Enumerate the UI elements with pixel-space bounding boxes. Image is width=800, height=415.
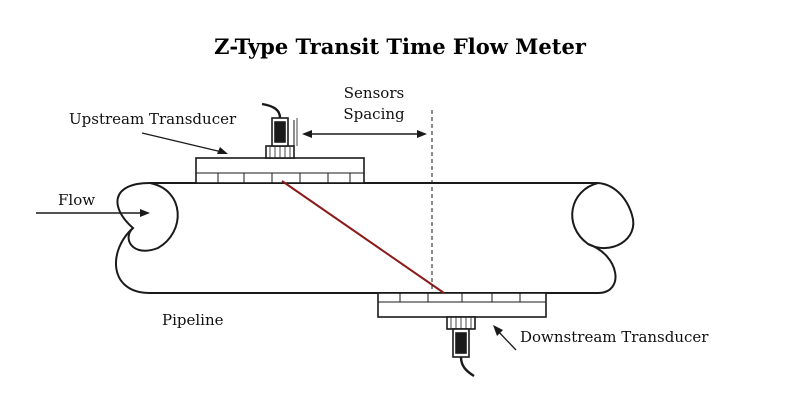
upstream-transducer-label: Upstream Transducer bbox=[69, 110, 237, 128]
flow-arrow bbox=[36, 209, 150, 217]
downstream-leader-arrow bbox=[493, 325, 517, 351]
signal-path-line bbox=[281, 180, 445, 294]
diagram-title: Z-Type Transit Time Flow Meter bbox=[214, 34, 587, 59]
sensors-spacing-label-line2: Spacing bbox=[343, 105, 405, 123]
pipeline-label: Pipeline bbox=[162, 311, 224, 329]
downstream-transducer-label: Downstream Transducer bbox=[520, 328, 709, 346]
pipeline-pipe bbox=[115, 182, 635, 294]
sensors-spacing-label-line1: Sensors bbox=[344, 84, 404, 102]
flow-label: Flow bbox=[58, 191, 95, 209]
upstream-transducer bbox=[195, 102, 365, 184]
downstream-transducer bbox=[377, 292, 547, 378]
upstream-leader-arrow bbox=[141, 132, 228, 154]
sensors-spacing-arrow bbox=[302, 130, 427, 138]
